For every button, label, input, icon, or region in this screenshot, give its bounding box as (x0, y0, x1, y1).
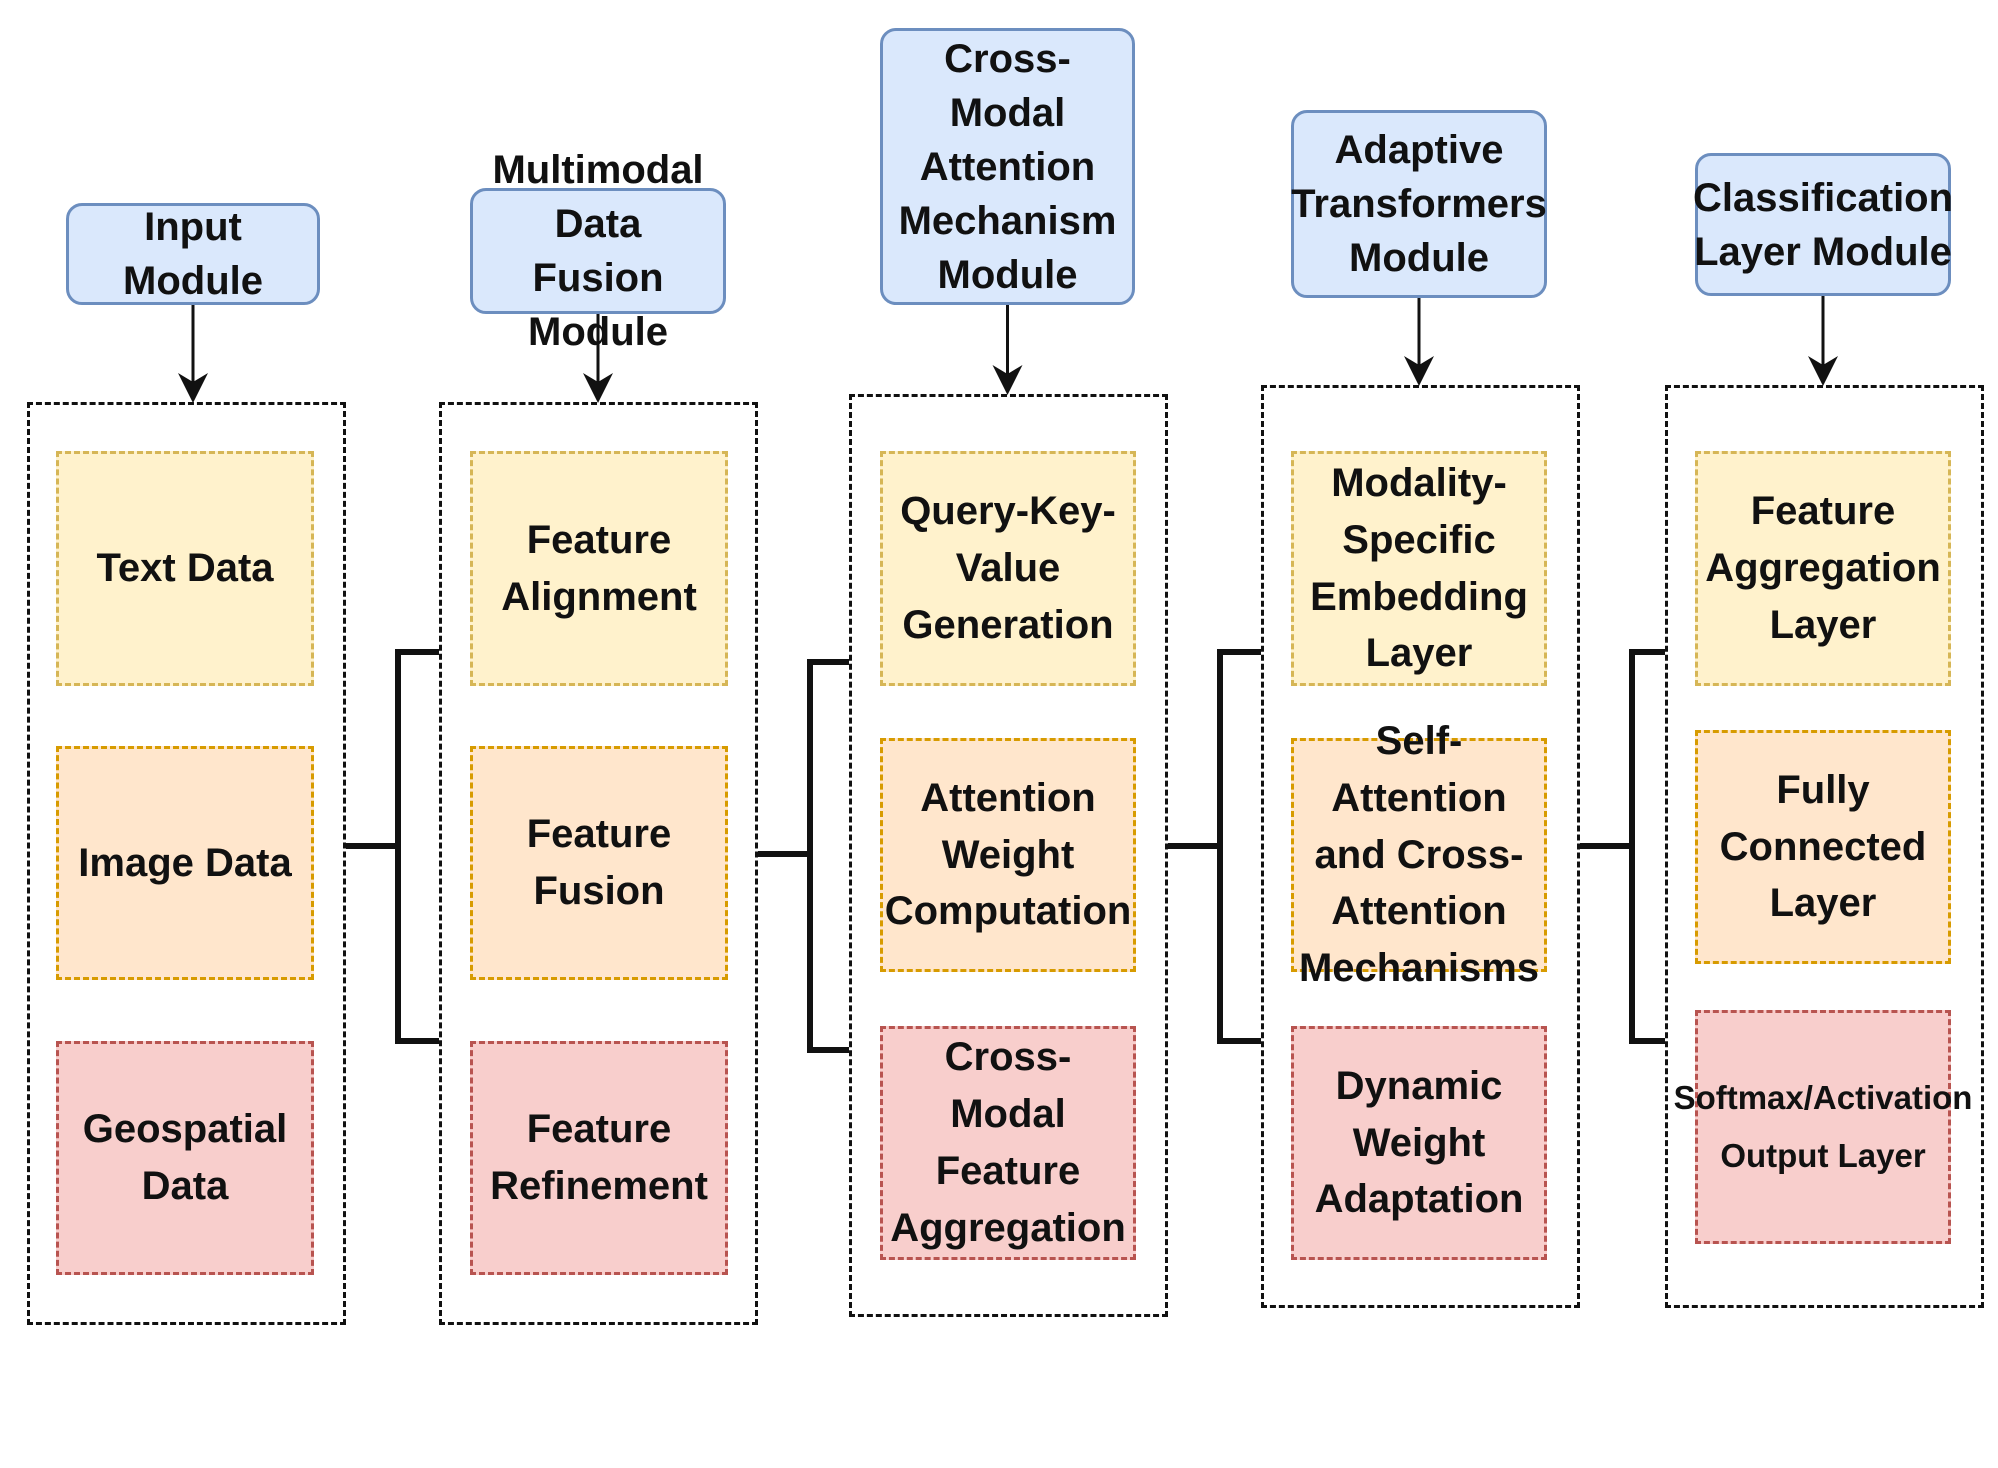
attention-module-container (849, 394, 1168, 1317)
transformers-module-container (1261, 385, 1580, 1308)
input-module-container (27, 402, 346, 1325)
embedding-layer-box: Modality-Specific Embedding Layer (1291, 451, 1547, 686)
classification-module-container (1665, 385, 1984, 1308)
cross-modal-aggregation-box: Cross-Modal Feature Aggregation (880, 1026, 1136, 1260)
attention-module-header: Cross-Modal Attention Mechanism Module (880, 28, 1135, 305)
softmax-output-box: Softmax/Activation Output Layer (1674, 1010, 1972, 1244)
qkv-generation-box: Query-Key-Value Generation (880, 451, 1136, 686)
fully-connected-layer-box: Fully Connected Layer (1695, 730, 1951, 964)
bracket-connector (1580, 649, 1665, 1044)
feature-refinement-box: Feature Refinement (470, 1041, 728, 1275)
text-data-box: Text Data (56, 451, 314, 686)
transformers-module-header: Adaptive Transformers Module (1291, 110, 1547, 298)
feature-aggregation-layer-box: Feature Aggregation Layer (1695, 451, 1951, 686)
bracket-connector (1168, 649, 1261, 1044)
geospatial-data-box: Geospatial Data (56, 1041, 314, 1275)
bracket-connector (758, 659, 849, 1053)
image-data-box: Image Data (56, 746, 314, 980)
input-module-header: Input Module (66, 203, 320, 305)
classification-module-header: Classification Layer Module (1693, 153, 1953, 296)
feature-fusion-box: Feature Fusion (470, 746, 728, 980)
fusion-module-container (439, 402, 758, 1325)
attention-mechanisms-box: Self-Attention and Cross- Attention Mech… (1291, 719, 1547, 990)
feature-alignment-box: Feature Alignment (470, 451, 728, 686)
bracket-connector (346, 649, 439, 1044)
dynamic-weight-box: Dynamic Weight Adaptation (1291, 1026, 1547, 1260)
attention-weight-box: Attention Weight Computation (880, 738, 1136, 972)
